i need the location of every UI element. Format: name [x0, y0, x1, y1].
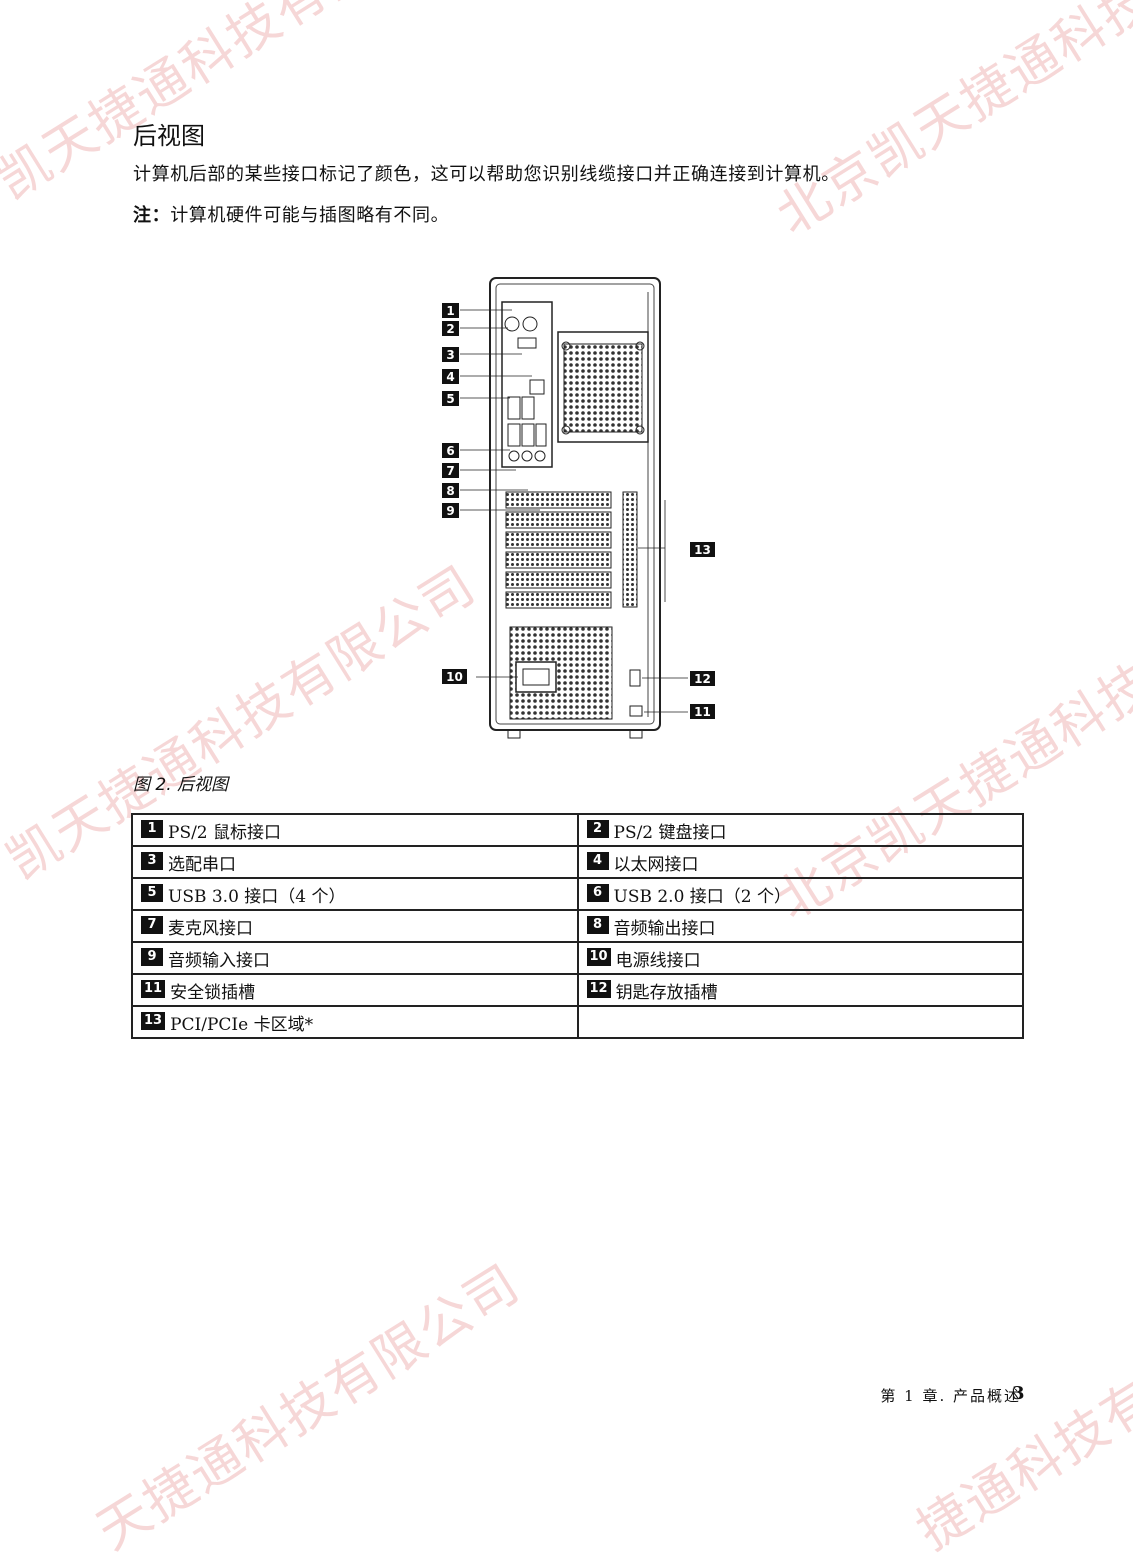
legend-label: 音频输出接口	[613, 918, 716, 939]
callout-3: 3	[446, 348, 454, 362]
legend-label: 选配串口	[168, 854, 236, 875]
legend-label: PCI/PCIe 卡区域*	[170, 1014, 314, 1035]
legend-label: 钥匙存放插槽	[615, 982, 718, 1003]
legend-number: 6	[586, 884, 609, 902]
legend-number: 2	[586, 820, 609, 838]
callout-5: 5	[446, 392, 454, 406]
callout-4: 4	[446, 370, 454, 384]
callout-7: 7	[446, 464, 454, 478]
legend-cell: 7 麦克风接口	[131, 909, 579, 943]
legend-label: 电源线接口	[615, 950, 701, 971]
legend-cell: 1 PS/2 鼠标接口	[131, 813, 579, 847]
legend-number: 8	[586, 916, 609, 934]
callout-13: 13	[694, 543, 711, 557]
note-text: 计算机硬件可能与插图略有不同。	[170, 205, 450, 226]
legend-number: 11	[141, 980, 166, 998]
legend-label: PS/2 键盘接口	[613, 822, 727, 843]
legend-label: 音频输入接口	[168, 950, 270, 971]
legend-number: 9	[141, 948, 163, 966]
legend-number: 5	[141, 884, 163, 902]
note-label: 注：	[133, 205, 171, 226]
callout-8: 8	[446, 484, 454, 498]
watermark: 北京凯天捷通科技有限公司	[766, 0, 1133, 247]
callout-1: 1	[446, 304, 454, 318]
legend-label: 以太网接口	[613, 854, 699, 875]
callout-10: 10	[446, 670, 463, 684]
callout-2: 2	[446, 322, 454, 336]
section-title: 后视图	[133, 122, 205, 150]
legend-number: 4	[586, 852, 609, 870]
legend-number: 1	[141, 820, 163, 838]
legend-number: 12	[586, 980, 611, 998]
legend-number: 7	[141, 916, 163, 934]
watermark: 天捷通科技有限公司	[86, 1253, 531, 1562]
note: 注：计算机硬件可能与插图略有不同。	[133, 201, 449, 227]
legend-label: USB 3.0 接口（4 个）	[168, 886, 346, 907]
figure-caption: 图 2. 后视图	[133, 775, 229, 795]
legend-cell	[576, 1005, 1024, 1039]
watermark: 捷通科技有限	[906, 1339, 1133, 1562]
legend-number: 10	[586, 948, 611, 966]
page-number: 3	[1012, 1383, 1025, 1404]
rear-view-figure: 1 2 3 4 5 6 7 8 9 10 11 12 13	[430, 272, 750, 742]
legend-number: 3	[141, 852, 163, 870]
callout-11: 11	[694, 705, 711, 719]
callout-6: 6	[446, 444, 454, 458]
intro-paragraph: 计算机后部的某些接口标记了颜色，这可以帮助您识别线缆接口并正确连接到计算机。	[133, 164, 840, 185]
callout-12: 12	[694, 672, 711, 686]
footer-chapter: 第 1 章. 产品概述	[880, 1387, 1021, 1405]
legend-number: 13	[141, 1012, 166, 1030]
legend-label: USB 2.0 接口（2 个）	[613, 886, 792, 907]
legend-cell: 5 USB 3.0 接口（4 个）	[131, 877, 579, 911]
legend-label: PS/2 鼠标接口	[168, 822, 282, 843]
legend-label: 安全锁插槽	[170, 982, 256, 1003]
legend-cell: 9 音频输入接口	[131, 941, 579, 975]
legend-label: 麦克风接口	[168, 918, 253, 939]
legend-cell: 3 选配串口	[131, 845, 579, 879]
callout-9: 9	[446, 504, 454, 518]
